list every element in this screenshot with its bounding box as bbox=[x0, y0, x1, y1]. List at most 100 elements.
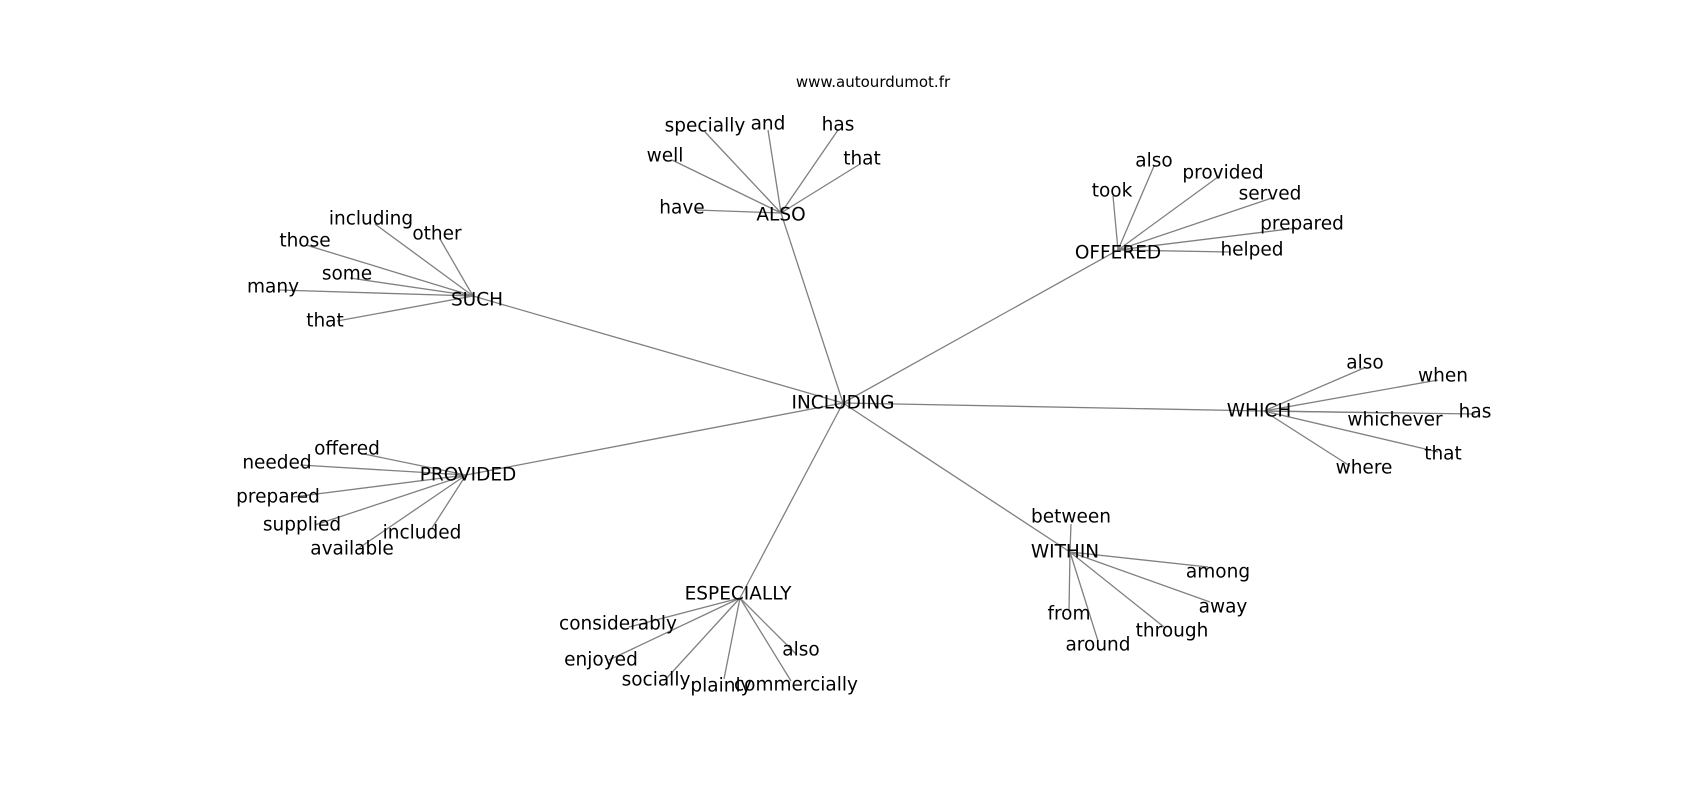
edge-offered-to-served bbox=[1117, 197, 1273, 251]
hub-node-such: SUCH bbox=[451, 290, 503, 311]
edge-which-to-that bbox=[1263, 410, 1439, 453]
edge-especially-to-plainly bbox=[723, 597, 741, 680]
edge-provided-to-prepared bbox=[292, 474, 467, 498]
edge-within-to-between bbox=[1069, 523, 1072, 553]
edge-also-to-have bbox=[695, 209, 782, 214]
edge-such-to-some bbox=[349, 277, 474, 297]
edge-within-to-away bbox=[1069, 551, 1211, 603]
edges bbox=[277, 129, 1476, 682]
edge-such-to-other bbox=[439, 238, 474, 297]
edge-provided-to-offered bbox=[363, 453, 467, 476]
edge-which-to-where bbox=[1263, 410, 1351, 467]
leaf-node-within-around: around bbox=[1065, 635, 1130, 656]
hub-node-also: ALSO bbox=[756, 205, 805, 226]
leaf-node-provided-supplied: supplied bbox=[263, 515, 341, 536]
leaf-node-which-that: that bbox=[1424, 444, 1462, 465]
edge-center-to-especially bbox=[739, 402, 844, 599]
edge-also-to-has bbox=[780, 129, 839, 214]
edge-center-to-such bbox=[472, 295, 844, 404]
edge-center-to-also bbox=[780, 212, 844, 404]
edge-such-to-those bbox=[305, 244, 474, 297]
edge-such-to-many bbox=[277, 289, 474, 297]
leaf-node-especially-socially: socially bbox=[622, 670, 691, 691]
leaf-node-also-specially: specially bbox=[665, 116, 746, 137]
leaf-node-especially-plainly: plainly bbox=[690, 676, 751, 697]
edge-especially-to-also bbox=[739, 597, 797, 655]
leaf-node-which-where: where bbox=[1336, 458, 1393, 479]
edge-provided-to-included bbox=[431, 474, 467, 529]
edge-especially-to-commercially bbox=[739, 597, 792, 682]
edge-center-to-which bbox=[842, 402, 1265, 412]
edge-offered-to-also bbox=[1117, 165, 1155, 251]
edge-also-to-and bbox=[767, 129, 782, 214]
leaf-node-also-well: well bbox=[647, 146, 684, 167]
center-node-label: INCLUDING bbox=[791, 393, 894, 414]
edge-offered-to-took bbox=[1112, 195, 1119, 251]
leaf-node-also-that: that bbox=[843, 149, 881, 170]
edge-especially-to-considerably bbox=[628, 597, 741, 628]
edge-such-to-including bbox=[374, 223, 474, 297]
edge-offered-to-provided bbox=[1117, 176, 1219, 251]
hub-node-offered: OFFERED bbox=[1075, 243, 1161, 264]
source-url: www.autourdumot.fr bbox=[796, 73, 951, 91]
edge-also-to-specially bbox=[704, 131, 782, 214]
edge-such-to-that bbox=[336, 295, 474, 322]
edge-center-to-provided bbox=[465, 402, 844, 476]
edge-also-to-well bbox=[671, 159, 782, 214]
leaf-node-such-some: some bbox=[322, 264, 372, 285]
leaf-node-also-have: have bbox=[659, 198, 704, 219]
edge-within-to-among bbox=[1069, 551, 1209, 568]
hub-node-especially: ESPECIALLY bbox=[685, 584, 792, 605]
leaf-node-which-when: when bbox=[1418, 366, 1468, 387]
leaf-node-also-and: and bbox=[751, 114, 786, 135]
edge-which-to-has bbox=[1263, 410, 1476, 415]
edge-especially-to-enjoyed bbox=[608, 597, 741, 661]
edge-within-to-around bbox=[1069, 551, 1099, 642]
hub-node-provided: PROVIDED bbox=[420, 465, 517, 486]
leaf-node-within-away: away bbox=[1199, 597, 1248, 618]
leaf-node-within-among: among bbox=[1186, 562, 1250, 583]
leaf-node-provided-offered: offered bbox=[314, 439, 380, 460]
leaf-node-offered-helped: helped bbox=[1220, 240, 1283, 261]
leaf-node-especially-commercially: commercially bbox=[734, 675, 858, 696]
leaf-node-such-many: many bbox=[247, 277, 299, 298]
edge-offered-to-prepared bbox=[1117, 227, 1298, 251]
leaf-node-which-has: has bbox=[1459, 402, 1492, 423]
edge-also-to-that bbox=[780, 163, 861, 214]
leaf-node-within-between: between bbox=[1031, 507, 1111, 528]
edge-provided-to-needed bbox=[299, 464, 467, 476]
leaf-node-offered-provided: provided bbox=[1182, 163, 1263, 184]
leaf-node-which-also: also bbox=[1346, 353, 1383, 374]
leaf-node-offered-also: also bbox=[1135, 151, 1172, 172]
leaf-node-such-other: other bbox=[412, 224, 462, 245]
leaf-node-which-whichever: whichever bbox=[1347, 410, 1443, 431]
edge-offered-to-helped bbox=[1117, 249, 1231, 253]
leaf-node-provided-needed: needed bbox=[242, 453, 311, 474]
edge-center-to-within bbox=[842, 402, 1071, 553]
leaf-node-offered-took: took bbox=[1092, 181, 1133, 202]
edge-provided-to-available bbox=[358, 474, 467, 549]
leaf-node-such-that: that bbox=[306, 311, 344, 332]
edge-within-to-through bbox=[1069, 551, 1165, 628]
leaf-node-provided-prepared: prepared bbox=[236, 487, 320, 508]
leaf-node-especially-considerably: considerably bbox=[559, 614, 677, 635]
edge-which-to-also bbox=[1263, 367, 1365, 412]
hub-node-which: WHICH bbox=[1227, 401, 1292, 422]
leaf-node-also-has: has bbox=[822, 115, 855, 136]
leaf-node-such-those: those bbox=[279, 231, 330, 252]
leaf-node-within-from: from bbox=[1047, 604, 1090, 625]
leaf-node-especially-also: also bbox=[782, 640, 819, 661]
leaf-node-especially-enjoyed: enjoyed bbox=[564, 650, 638, 671]
edge-especially-to-socially bbox=[664, 597, 741, 681]
hub-node-within: WITHIN bbox=[1031, 542, 1099, 563]
leaf-node-offered-prepared: prepared bbox=[1260, 214, 1344, 235]
leaf-node-within-through: through bbox=[1136, 621, 1209, 642]
leaf-node-offered-served: served bbox=[1239, 184, 1302, 205]
edge-center-to-offered bbox=[842, 249, 1119, 404]
edge-within-to-from bbox=[1068, 551, 1071, 612]
leaf-node-provided-available: available bbox=[310, 539, 394, 560]
edge-provided-to-supplied bbox=[314, 474, 467, 526]
leaf-node-such-including: including bbox=[329, 209, 413, 230]
